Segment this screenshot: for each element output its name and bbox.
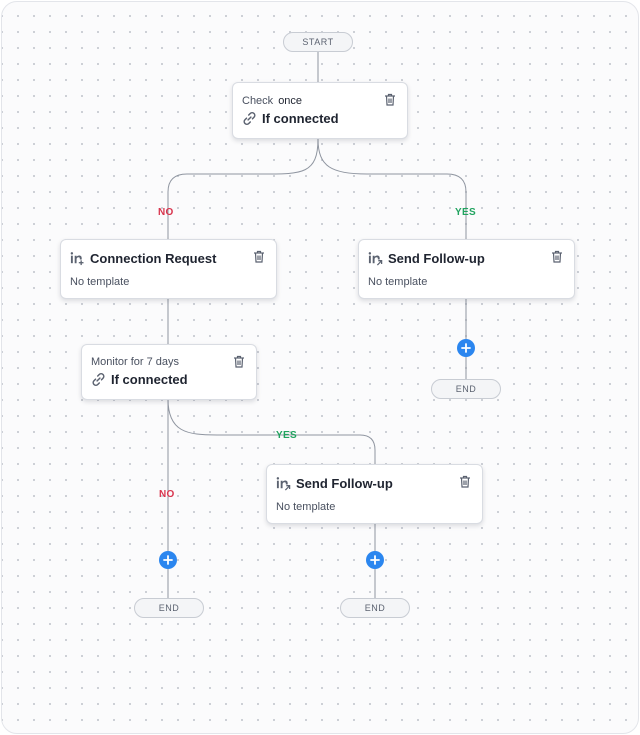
connection-request-header: Connection Request (70, 251, 216, 266)
check-prefix: Check (242, 95, 274, 107)
connection-request-title: Connection Request (90, 251, 217, 266)
start-node: START (283, 32, 353, 52)
linkedin-invite-icon (70, 252, 84, 266)
follow-up-top-title: Send Follow-up (388, 251, 485, 266)
branch-yes-label: YES (276, 430, 297, 441)
send-follow-up-card-top[interactable]: Send Follow-up No template (358, 239, 575, 299)
end-node: END (431, 379, 501, 399)
link-icon (92, 373, 105, 386)
connection-request-template: No template (70, 276, 130, 288)
follow-up-bottom-template: No template (276, 501, 336, 513)
monitor-condition: If connected (91, 372, 188, 387)
check-condition-card[interactable]: Check once If connected (232, 82, 408, 139)
trash-icon[interactable] (459, 475, 471, 488)
check-condition: If connected (242, 111, 339, 126)
check-frequency: Check once (242, 95, 302, 107)
follow-up-top-header: Send Follow-up (368, 251, 485, 266)
linkedin-message-icon (368, 252, 383, 266)
trash-icon[interactable] (233, 355, 245, 368)
branch-no-label: NO (159, 489, 175, 500)
link-icon (243, 112, 256, 125)
send-follow-up-card-bottom[interactable]: Send Follow-up No template (266, 464, 483, 524)
add-step-button[interactable] (457, 339, 475, 357)
linkedin-message-icon (276, 477, 291, 491)
plus-icon (461, 343, 471, 353)
branch-yes-label: YES (455, 207, 476, 218)
check-condition-label: If connected (262, 111, 339, 126)
trash-icon[interactable] (253, 250, 265, 263)
trash-icon[interactable] (551, 250, 563, 263)
end-node: END (340, 598, 410, 618)
plus-icon (163, 555, 173, 565)
add-step-button[interactable] (366, 551, 384, 569)
follow-up-top-template: No template (368, 276, 428, 288)
follow-up-bottom-title: Send Follow-up (296, 476, 393, 491)
branch-no-label: NO (158, 207, 174, 218)
monitor-condition-label: If connected (111, 372, 188, 387)
connection-request-card[interactable]: Connection Request No template (60, 239, 277, 299)
plus-icon (370, 555, 380, 565)
check-once: once (278, 95, 303, 107)
end-node: END (134, 598, 204, 618)
monitor-condition-card[interactable]: Monitor for 7 days If connected (81, 344, 257, 400)
add-step-button[interactable] (159, 551, 177, 569)
monitor-duration: Monitor for 7 days (91, 356, 180, 368)
follow-up-bottom-header: Send Follow-up (276, 476, 393, 491)
trash-icon[interactable] (384, 93, 396, 106)
